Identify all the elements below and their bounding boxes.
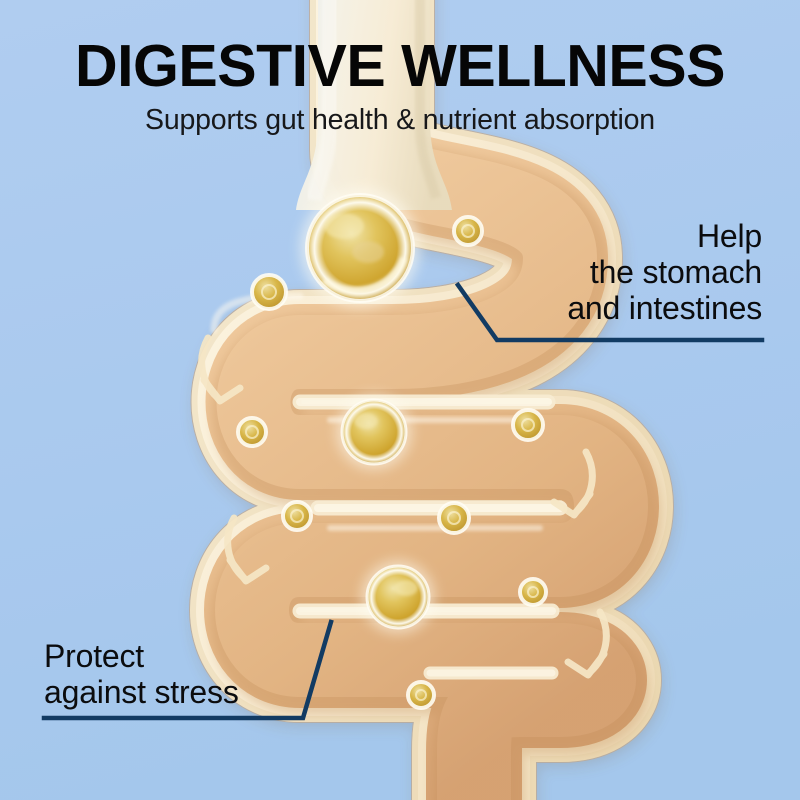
page-subtitle: Supports gut health & nutrient absorptio… bbox=[145, 104, 655, 136]
callout-right-line-1: Help bbox=[696, 218, 762, 254]
callout-left-line-1: Protect bbox=[44, 638, 144, 674]
callout-left-line-2: against stress bbox=[44, 674, 239, 710]
leader-line-left bbox=[41, 619, 334, 721]
callout-leader-lines bbox=[41, 281, 765, 721]
callout-left: Protect against stress bbox=[44, 638, 424, 710]
oil-droplets bbox=[236, 188, 548, 710]
flow-arrows bbox=[198, 334, 610, 679]
callout-right-line-3: and intestines bbox=[567, 290, 762, 326]
page-title: DIGESTIVE WELLNESS bbox=[75, 33, 725, 99]
callout-right: Help the stomach and intestines bbox=[342, 218, 762, 326]
leader-line-right bbox=[454, 281, 765, 343]
callout-right-line-2: the stomach bbox=[589, 254, 762, 290]
